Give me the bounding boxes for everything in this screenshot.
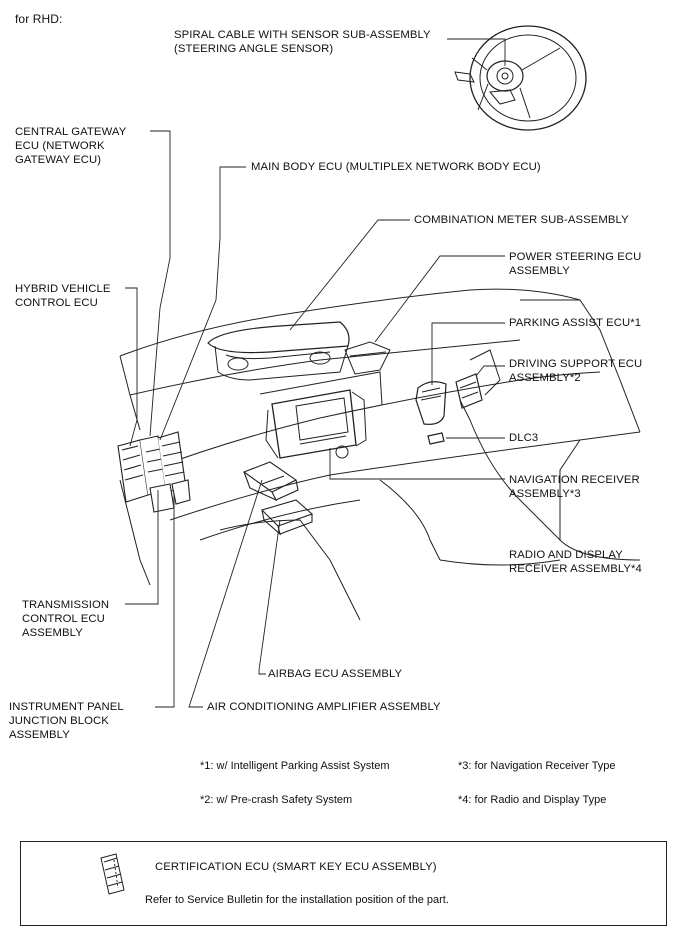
label-air-conditioning: AIR CONDITIONING AMPLIFIER ASSEMBLY — [207, 701, 441, 713]
label-combination-meter: COMBINATION METER SUB-ASSEMBLY — [414, 214, 629, 226]
footnote-2: *2: w/ Pre-crash Safety System — [200, 794, 353, 806]
certification-note: Refer to Service Bulletin for the instal… — [145, 894, 449, 906]
leader-lines — [125, 38, 506, 708]
label-airbag: AIRBAG ECU ASSEMBLY — [268, 668, 403, 680]
label-radio-display: RADIO AND DISPLAY RECEIVER ASSEMBLY*4 — [509, 549, 642, 575]
label-central-gateway: CENTRAL GATEWAY ECU (NETWORK GATEWAY ECU… — [15, 126, 127, 166]
power-steering-ecu-drawing — [344, 341, 391, 375]
label-driving-support: DRIVING SUPPORT ECU ASSEMBLY*2 — [509, 358, 643, 384]
certification-title: CERTIFICATION ECU (SMART KEY ECU ASSEMBL… — [155, 861, 437, 873]
label-navigation: NAVIGATION RECEIVER ASSEMBLY*3 — [509, 474, 640, 500]
ac-amplifier-drawing — [242, 461, 299, 502]
dlc3-drawing — [427, 432, 445, 445]
navigation-receiver-drawing — [259, 371, 383, 459]
label-power-steering: POWER STEERING ECU ASSEMBLY — [509, 251, 642, 277]
footnote-1: *1: w/ Intelligent Parking Assist System — [200, 760, 390, 772]
certification-info-box — [20, 841, 667, 926]
label-hybrid-vehicle: HYBRID VEHICLE CONTROL ECU — [15, 283, 111, 309]
label-instrument-panel: INSTRUMENT PANEL JUNCTION BLOCK ASSEMBLY — [9, 701, 124, 741]
label-parking-assist: PARKING ASSIST ECU*1 — [509, 317, 642, 329]
left-ecu-stack-drawing — [117, 431, 191, 513]
label-dlc3: DLC3 — [509, 432, 539, 444]
combination-meter-drawing — [207, 321, 350, 381]
label-transmission: TRANSMISSION CONTROL ECU ASSEMBLY — [22, 599, 110, 639]
footnote-3: *3: for Navigation Receiver Type — [458, 760, 616, 772]
footnote-4: *4: for Radio and Display Type — [458, 794, 607, 806]
label-main-body: MAIN BODY ECU (MULTIPLEX NETWORK BODY EC… — [251, 161, 541, 173]
parking-assist-drawing — [415, 381, 447, 425]
label-spiral-cable: SPIRAL CABLE WITH SENSOR SUB-ASSEMBLY (S… — [174, 29, 431, 55]
driving-support-drawing — [455, 349, 501, 409]
certification-ecu-icon — [100, 853, 125, 895]
steering-wheel-drawing — [454, 25, 587, 131]
airbag-ecu-drawing — [260, 499, 314, 536]
dashboard-outline — [119, 288, 641, 621]
variant-label: for RHD: — [15, 12, 63, 26]
